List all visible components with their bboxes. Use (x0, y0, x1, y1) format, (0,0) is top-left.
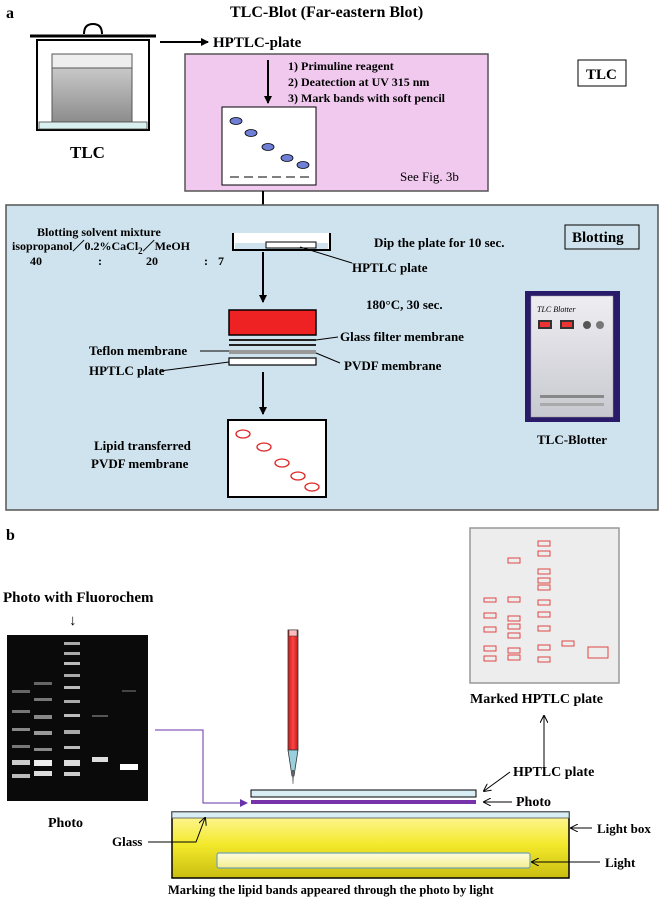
heater-block (228, 309, 317, 336)
hptlc-plate-b-label: HPTLC plate (513, 765, 594, 780)
step-1: 1) Primuline reagent (288, 59, 394, 73)
photo-bar (251, 800, 476, 804)
dip-tray (232, 233, 331, 251)
see-fig-label: See Fig. 3b (400, 169, 459, 184)
lipid-transferred-2: PVDF membrane (91, 456, 189, 471)
figure-title: TLC-Blot (Far-eastern Blot) (230, 4, 423, 21)
panel-b-caption: Marking the lipid bands appeared through… (168, 883, 494, 897)
pvdf-label: PVDF membrane (344, 358, 442, 373)
hptlc-plate-heading: HPTLC-plate (213, 35, 302, 51)
press-stack (228, 309, 317, 366)
lamp (216, 852, 531, 869)
ratio-colon-2: : (204, 254, 208, 268)
down-arrow-glyph: ↓ (69, 613, 77, 629)
light-box-label: Light box (597, 821, 651, 836)
tlc-box (577, 59, 627, 87)
tlc-label: TLC (70, 143, 105, 162)
blotting-box-label: Blotting (572, 230, 624, 246)
ratio-20: 20 (146, 254, 158, 268)
marked-hptlc-label: Marked HPTLC plate (470, 692, 603, 707)
blotting-solvent-title: Blotting solvent mixture (37, 225, 161, 239)
glass-label: Glass (112, 834, 142, 849)
photo-with-fluorochem: Photo with Fluorochem (3, 590, 154, 606)
pvdf-membrane (227, 419, 327, 498)
hptlc-pointer (299, 246, 353, 264)
tlc-tank (30, 22, 156, 131)
panel-b-label: b (6, 527, 15, 544)
hptlc-plate-label: HPTLC plate (352, 260, 428, 275)
photo-b-label: Photo (516, 795, 551, 810)
gel-photo (7, 635, 148, 801)
ratio-40: 40 (30, 254, 42, 268)
hptlc-plate-bar (250, 789, 477, 798)
glass-pane (171, 811, 570, 819)
ratio-colon-1: : (98, 254, 102, 268)
step-3: 3) Mark bands with soft pencil (288, 91, 446, 105)
blotting-box (564, 224, 640, 250)
tlc-box-label: TLC (586, 67, 617, 83)
tlc-blotter-caption: TLC-Blotter (537, 432, 607, 447)
panel-a-label: a (6, 5, 14, 22)
teflon-label: Teflon membrane (89, 343, 187, 358)
device-name: TLC Blotter (537, 305, 576, 314)
lipid-transferred-1: Lipid transferred (94, 438, 192, 453)
step-2: 2) Deatection at UV 315 nm (288, 75, 429, 89)
glass-filter-label: Glass filter membrane (340, 329, 464, 344)
hptlc-layer-label: HPTLC plate (89, 363, 165, 378)
tlc-blotter-device: TLC Blotter (525, 291, 620, 422)
ratio-7: 7 (218, 254, 224, 268)
solvent-formula: isopropanol／0.2%CaCl2／MeOH (12, 238, 191, 256)
condition-label: 180°C, 30 sec. (366, 297, 443, 312)
photo-label: Photo (48, 816, 83, 831)
photo-to-bench-arrow (155, 729, 248, 807)
light-label: Light (605, 855, 636, 870)
pencil (287, 629, 299, 784)
dip-instruction: Dip the plate for 10 sec. (374, 235, 504, 250)
marked-hptlc-plate (469, 527, 620, 684)
tlc-plate-marked (221, 106, 317, 186)
